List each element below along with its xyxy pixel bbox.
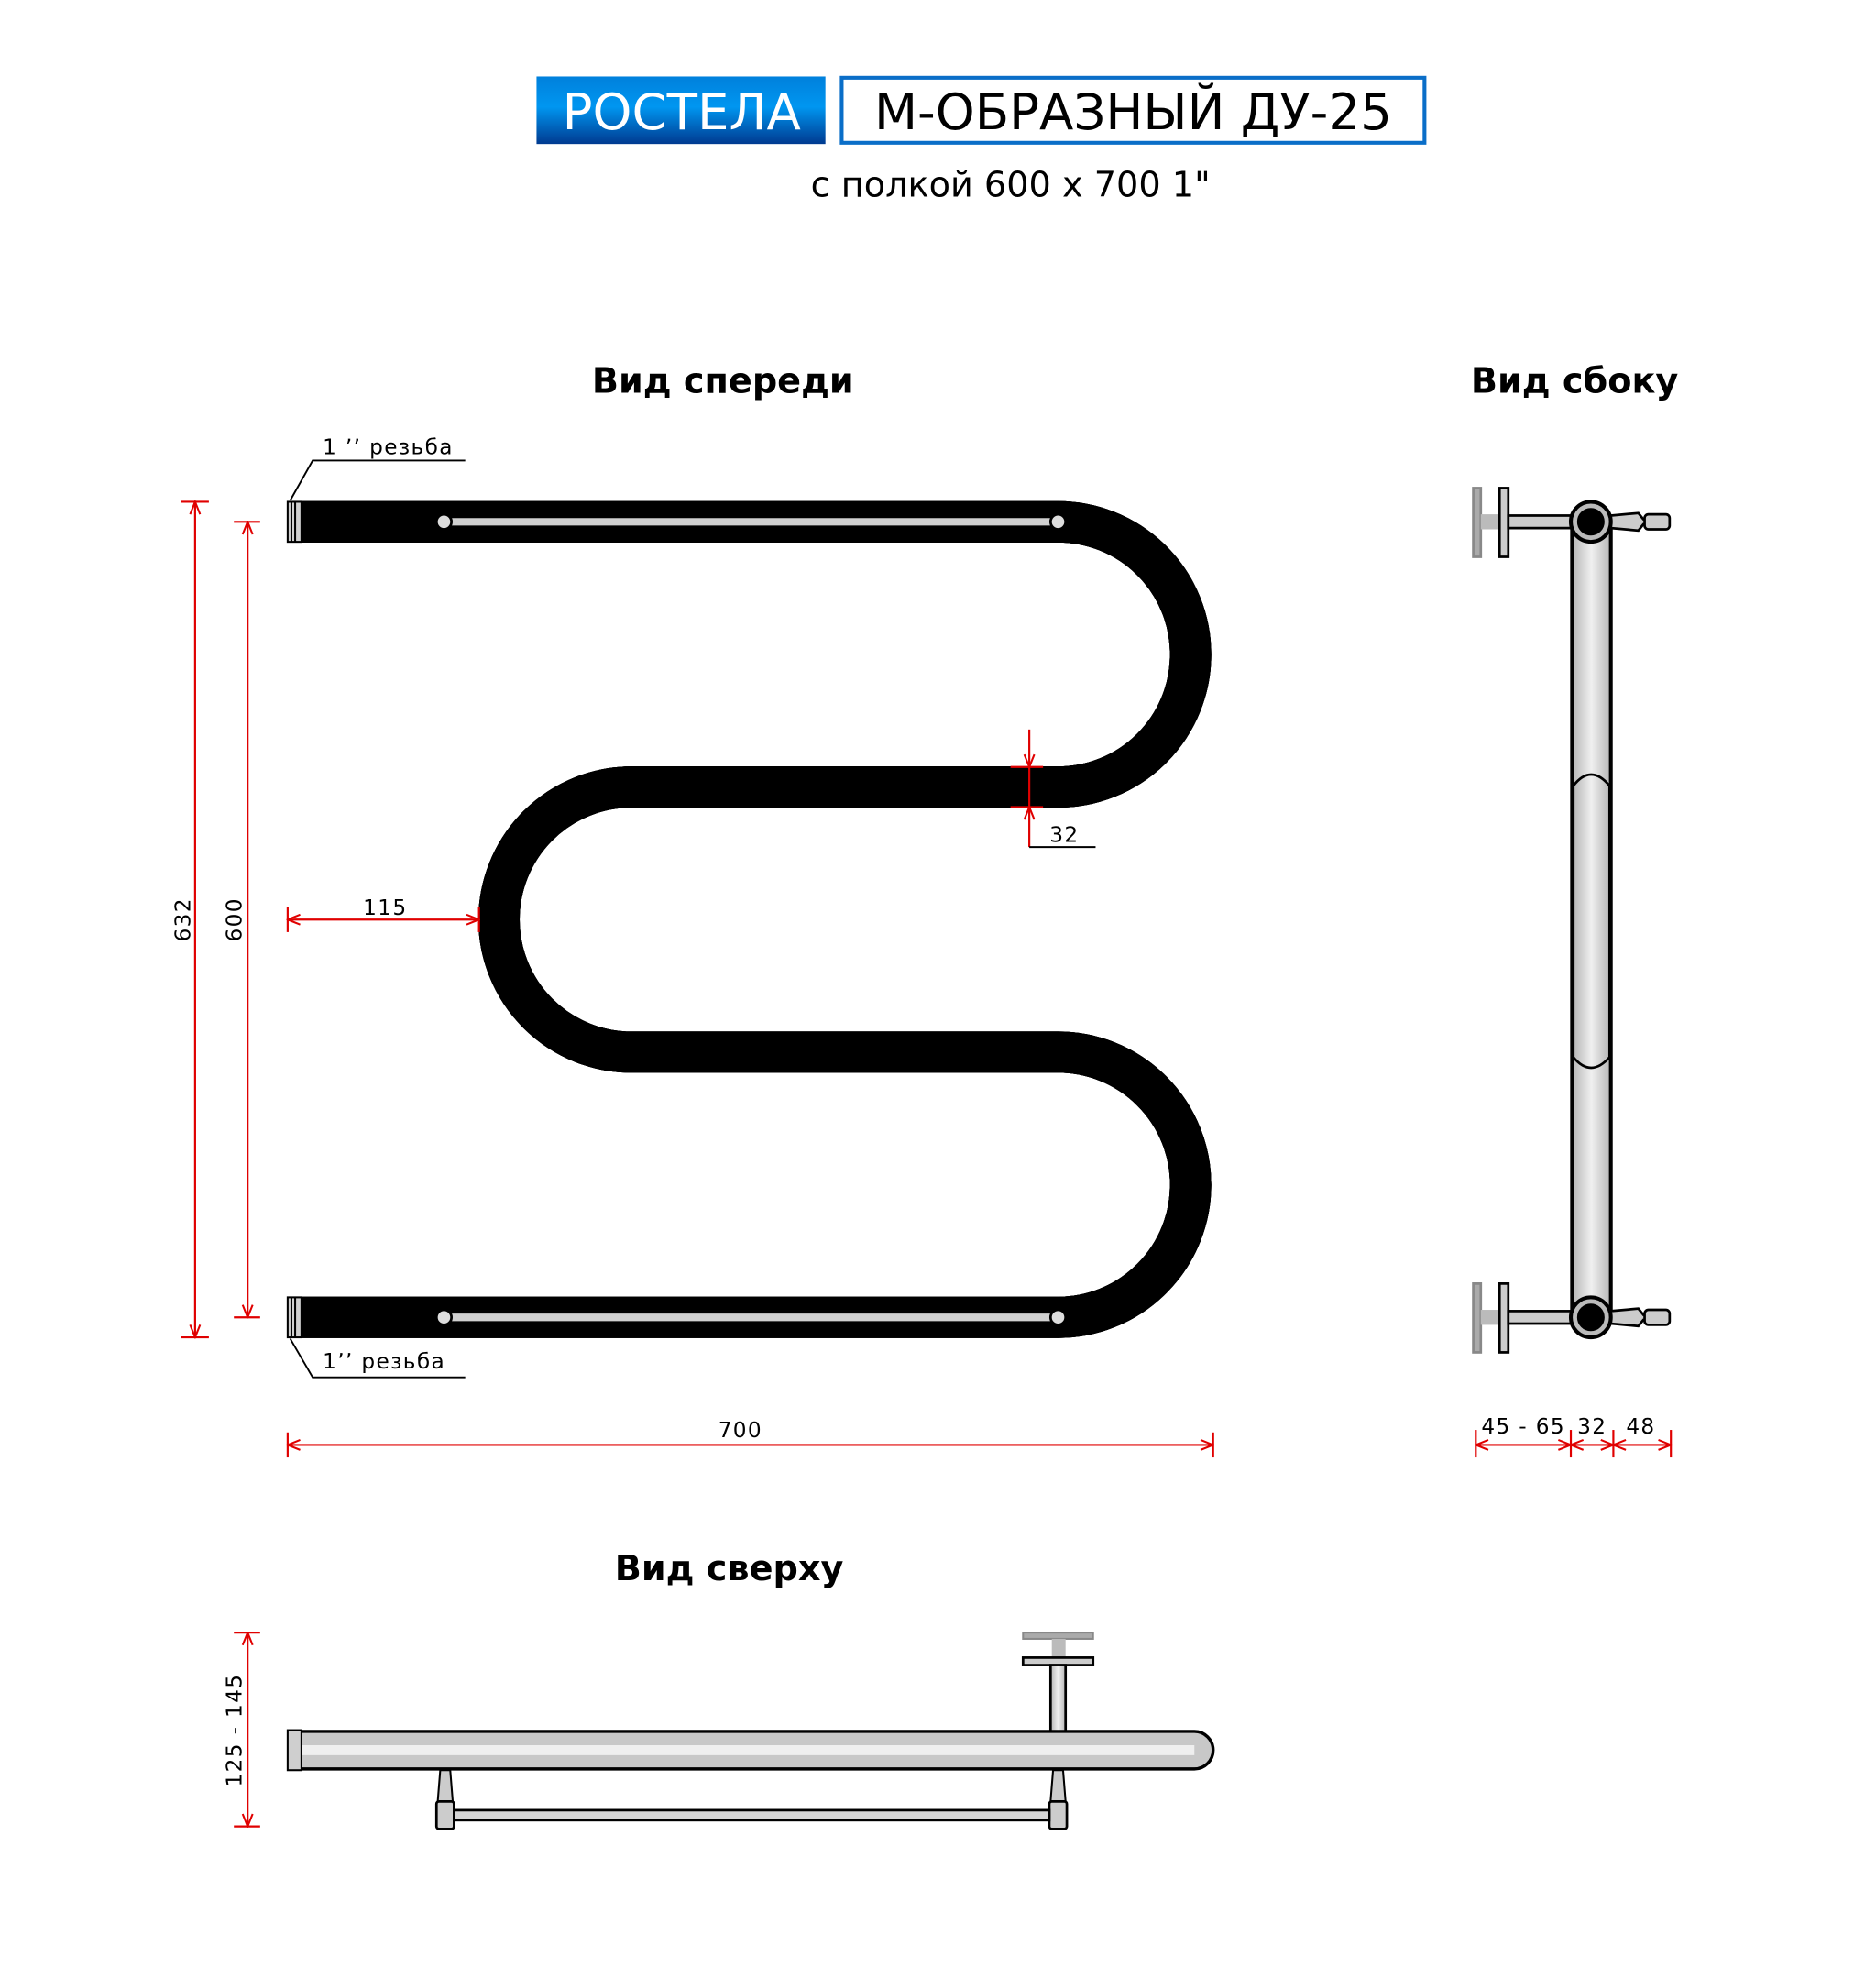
- top-view-title: Вид сверху: [615, 1549, 844, 1589]
- front-view-title: Вид спереди: [592, 362, 854, 402]
- top-view: [286, 1632, 1215, 1830]
- dim-wall-gap: 45 - 65: [1481, 1414, 1565, 1439]
- model-frame: [839, 75, 1427, 145]
- thread-label-top: 1 ʼʼ резьба: [323, 435, 454, 460]
- dim-width: 700: [719, 1418, 762, 1443]
- side-view-title: Вид сбоку: [1471, 362, 1679, 402]
- side-dimensions: [1476, 1430, 1671, 1458]
- model-title: М-ОБРАЗНЫЙ ДУ-25: [874, 82, 1392, 141]
- thread-leaders: [289, 459, 466, 1379]
- dim-offset: 115: [363, 896, 407, 920]
- brand-name: РОСТЕЛА: [563, 82, 801, 141]
- dim-pipe-diameter: 32: [1049, 823, 1079, 848]
- dim-height-total: 632: [170, 897, 195, 941]
- dim-top-depth: 125 - 145: [222, 1674, 247, 1787]
- thread-ends: [286, 500, 302, 1339]
- front-dimensions: [181, 501, 1213, 1458]
- dim-side-nut: 48: [1626, 1414, 1655, 1439]
- side-view: [1472, 487, 1672, 1354]
- top-dimensions: [234, 1632, 260, 1827]
- subtitle: с полкой 600 х 700 1": [811, 165, 1211, 205]
- dim-height-axis: 600: [222, 897, 247, 941]
- brand-badge: [536, 76, 826, 145]
- dim-side-pipe: 32: [1577, 1414, 1607, 1439]
- thread-label-bottom: 1ʼʼ резьба: [323, 1349, 445, 1374]
- front-view-pipe: [296, 522, 1190, 1338]
- shelf-bars: [434, 512, 1068, 1326]
